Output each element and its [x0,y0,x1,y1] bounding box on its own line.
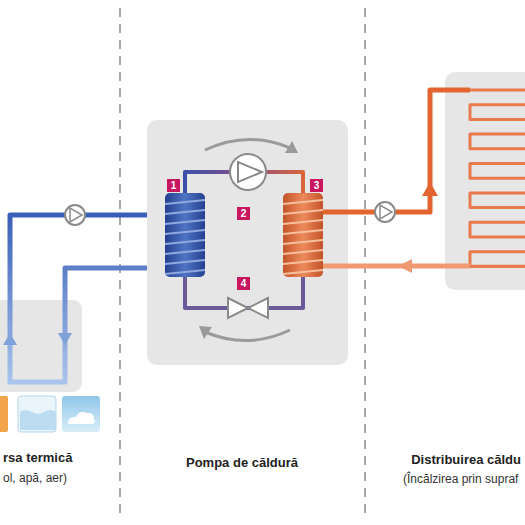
callout-number: 2 [237,207,250,220]
cloud-shape [68,412,95,424]
flow-arrow [3,333,17,345]
winding-stroke [165,250,205,254]
cycle-arrow [205,139,290,150]
column-subheading: (Încălzirea prin supraf [403,472,518,486]
winding-stroke [165,260,205,264]
condenser-coil [283,193,323,277]
cycle-arrowhead [285,141,298,153]
expansion-valve [228,298,248,318]
column-heading: Pompa de căldură [186,455,298,470]
column-heading: Distribuirea căldu [411,452,521,467]
floor-heating-box [445,72,525,290]
winding-stroke [283,260,323,264]
winding-stroke [283,240,323,244]
winding-stroke [165,230,205,234]
ground-icon [0,396,8,432]
coil-windings [165,200,205,274]
water-waves [20,410,56,430]
coil-windings [283,200,323,274]
compressor-symbol [238,162,262,182]
column-heading: rsa termică [3,450,72,465]
winding-stroke [165,270,205,274]
circulation-pump [65,205,85,225]
winding-stroke [165,210,205,214]
winding-stroke [283,220,323,224]
winding-stroke [165,240,205,244]
winding-stroke [283,200,323,204]
flow-arrow [422,182,438,196]
callout-number: 3 [310,179,323,192]
pump-symbol [380,205,392,219]
heat-pump-box [147,120,348,365]
air-icon [62,396,100,432]
cycle-arrowhead [199,326,212,339]
winding-stroke [283,230,323,234]
water-icon [18,396,56,432]
expansion-valve [248,298,268,318]
flow-arrow [58,333,72,345]
winding-stroke [165,220,205,224]
flow-arrow [398,259,412,273]
callout-number: 4 [237,277,250,290]
winding-stroke [283,210,323,214]
pump-symbol [70,208,82,222]
return-pipe [323,264,470,269]
column-separator [364,8,366,517]
evaporator-coil [165,193,205,277]
winding-stroke [283,250,323,254]
heating-pipe [470,90,525,266]
compressor [230,154,266,190]
source-pipe [10,215,165,382]
column-separator [119,8,121,517]
refrigerant-pipe [185,275,303,308]
callout-number: 1 [167,179,180,192]
cycle-arrow [205,330,290,341]
circulation-pump [375,202,395,222]
winding-stroke [283,270,323,274]
column-subheading: ol, apă, aer) [3,471,67,485]
winding-stroke [165,200,205,204]
floor-heating-loop [470,90,525,266]
supply-pipe [323,90,470,212]
